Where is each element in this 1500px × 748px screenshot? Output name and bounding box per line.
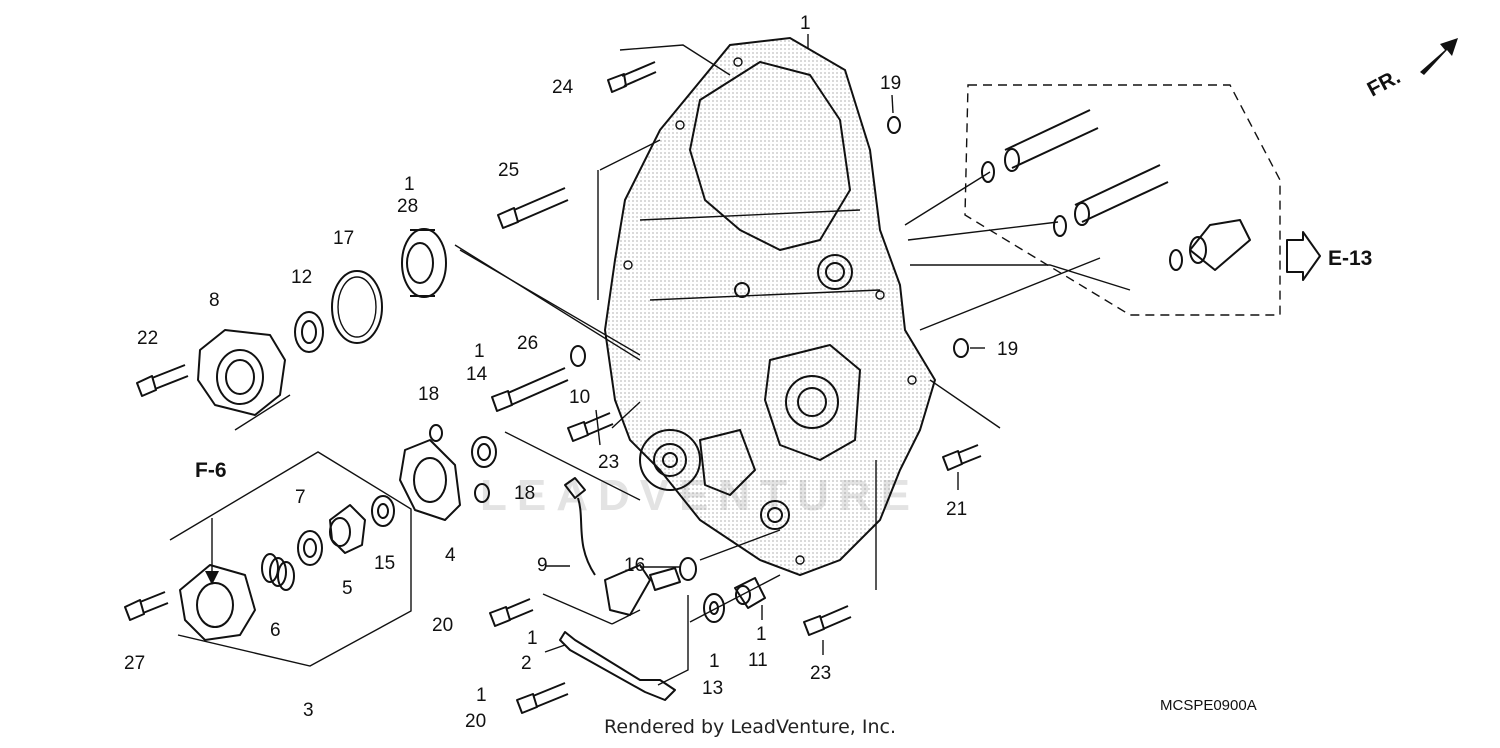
label-part-1: 1 (476, 685, 487, 706)
label-part-19: 19 (997, 339, 1018, 360)
dowel-pin-18a (429, 424, 443, 442)
label-part-23: 23 (598, 452, 619, 473)
label-part-7: 7 (295, 487, 306, 508)
bolt-27 (124, 591, 169, 621)
label-front: FR. (1364, 65, 1405, 101)
washer-10 (570, 345, 586, 367)
label-part-24: 24 (552, 77, 574, 98)
bearing-28 (401, 228, 447, 298)
collar-11 (734, 577, 766, 609)
bolt-22 (136, 364, 189, 397)
label-part-21: 21 (946, 499, 967, 520)
diagram-code: MCSPE0900A (1160, 697, 1257, 714)
label-part-18: 18 (418, 384, 439, 405)
label-part-1: 1 (800, 13, 811, 34)
bolt-24 (607, 61, 657, 93)
bolt-23a (567, 412, 614, 442)
label-part-13: 13 (702, 678, 723, 699)
bearing-15 (371, 495, 395, 527)
label-part-16: 16 (624, 555, 645, 576)
bolt-25 (497, 187, 569, 229)
label-part-6: 6 (270, 620, 281, 641)
label-part-3: 3 (303, 700, 314, 721)
spring-6 (261, 553, 295, 591)
label-part-19: 19 (880, 73, 901, 94)
label-part-2: 2 (521, 653, 532, 674)
label-part-12: 12 (291, 267, 312, 288)
label-part-22: 22 (137, 328, 158, 349)
label-part-8: 8 (209, 290, 220, 311)
speed-sensor-9 (564, 477, 681, 616)
label-part-11: 11 (748, 650, 768, 671)
bolt-21 (942, 444, 982, 471)
label-ref-f6: F-6 (195, 459, 227, 482)
bearing-7 (297, 530, 323, 566)
gasket-4 (399, 439, 461, 521)
label-part-25: 25 (498, 160, 519, 181)
label-part-1: 1 (404, 174, 415, 195)
front-arrow-icon (1420, 38, 1458, 75)
label-part-4: 4 (445, 545, 456, 566)
label-ref-e13: E-13 (1328, 247, 1372, 270)
label-part-17: 17 (333, 228, 354, 249)
collar-5 (329, 504, 366, 554)
label-part-27: 27 (124, 653, 145, 674)
label-part-10: 10 (569, 387, 590, 408)
label-part-9: 9 (537, 555, 548, 576)
label-part-1: 1 (709, 651, 720, 672)
label-part-20: 20 (465, 711, 486, 732)
label-part-26: 26 (517, 333, 538, 354)
dowel-pin-18b (474, 483, 490, 503)
clamp-2 (559, 631, 676, 701)
label-part-28: 28 (397, 196, 418, 217)
bolt-26 (491, 367, 569, 412)
o-ring-17 (331, 270, 383, 344)
dowel-pin-19a (887, 116, 901, 134)
label-part-1: 1 (527, 628, 538, 649)
label-part-23: 23 (810, 663, 831, 684)
seal-13 (703, 593, 725, 623)
rear-case-cover (603, 36, 937, 577)
pipe-upper (981, 109, 1099, 183)
label-part-1: 1 (756, 624, 767, 645)
fitting (1169, 219, 1251, 271)
pipe-lower (1053, 164, 1169, 237)
bolt-20b (516, 682, 569, 714)
label-part-5: 5 (342, 578, 353, 599)
label-part-1: 1 (474, 341, 485, 362)
bolt-23b (803, 605, 852, 636)
footer-credit: Rendered by LeadVenture, Inc. (603, 716, 897, 738)
bolt-20a (489, 598, 534, 627)
label-part-20: 20 (432, 615, 453, 636)
housing-f6 (179, 564, 256, 641)
label-part-18: 18 (514, 483, 535, 504)
bearing-14 (471, 436, 497, 468)
e13-arrow-icon (1286, 231, 1321, 281)
housing-8 (197, 329, 286, 416)
washer-16 (679, 557, 697, 581)
dowel-pin-19b (953, 338, 969, 358)
leader-lines (205, 34, 1131, 686)
label-part-15: 15 (374, 553, 395, 574)
e13-group (964, 84, 1321, 316)
label-part-14: 14 (466, 364, 488, 385)
seal-12 (294, 311, 324, 353)
